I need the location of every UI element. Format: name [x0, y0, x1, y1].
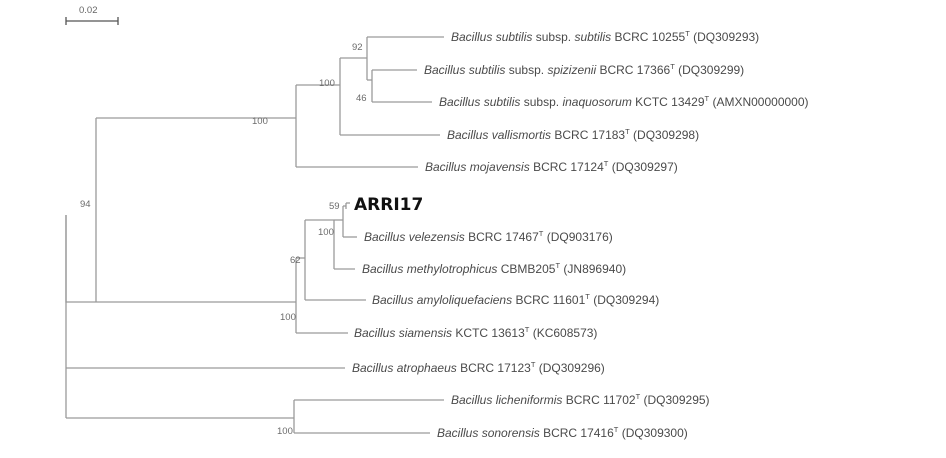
leaf-label: Bacillus licheniformis BCRC 11702T (DQ30…	[451, 392, 710, 407]
tree-branches	[65, 36, 444, 434]
leaf-label: Bacillus amyloliquefaciens BCRC 11601T (…	[372, 292, 659, 307]
leaf-label: Bacillus subtilis subsp. spizizenii BCRC…	[424, 62, 744, 77]
leaf-label: Bacillus subtilis subsp. subtilis BCRC 1…	[451, 29, 759, 44]
bootstrap-62: 62	[290, 255, 301, 266]
scale-bar-label: 0.02	[79, 5, 98, 16]
leaf-label: Bacillus velezensis BCRC 17467T (DQ90317…	[364, 229, 613, 244]
leaf-label: Bacillus sonorensis BCRC 17416T (DQ30930…	[437, 425, 688, 440]
bootstrap-46: 46	[356, 93, 367, 104]
bootstrap-59: 59	[329, 201, 340, 212]
leaf-label: Bacillus mojavensis BCRC 17124T (DQ30929…	[425, 159, 678, 174]
leaf-label: Bacillus subtilis subsp. inaquosorum KCT…	[439, 94, 809, 109]
bootstrap-100-main: 100	[252, 116, 268, 127]
bootstrap-100-amylo-group: 100	[280, 312, 296, 323]
leaf-label: Bacillus vallismortis BCRC 17183T (DQ309…	[447, 127, 699, 142]
leaf-labels: Bacillus subtilis subsp. subtilis BCRC 1…	[352, 29, 809, 440]
bootstrap-94: 94	[80, 199, 91, 210]
leaf-label: Bacillus siamensis KCTC 13613T (KC608573…	[354, 325, 597, 340]
bootstrap-values: 92 46 100 100 94 59 100 62 100 100	[80, 42, 367, 437]
bootstrap-100-velezensis: 100	[318, 227, 334, 238]
leaf-label: Bacillus atrophaeus BCRC 17123T (DQ30929…	[352, 360, 605, 375]
bootstrap-92: 92	[352, 42, 363, 53]
leaf-label: Bacillus methylotrophicus CBMB205T (JN89…	[362, 261, 626, 276]
scale-bar: 0.02	[65, 5, 119, 25]
bootstrap-100-subtilis-group: 100	[319, 78, 335, 89]
bootstrap-100-licheniformis: 100	[277, 426, 293, 437]
query-label-arri17: ARRI17	[354, 195, 423, 215]
branch-to-main-clade	[65, 215, 96, 303]
